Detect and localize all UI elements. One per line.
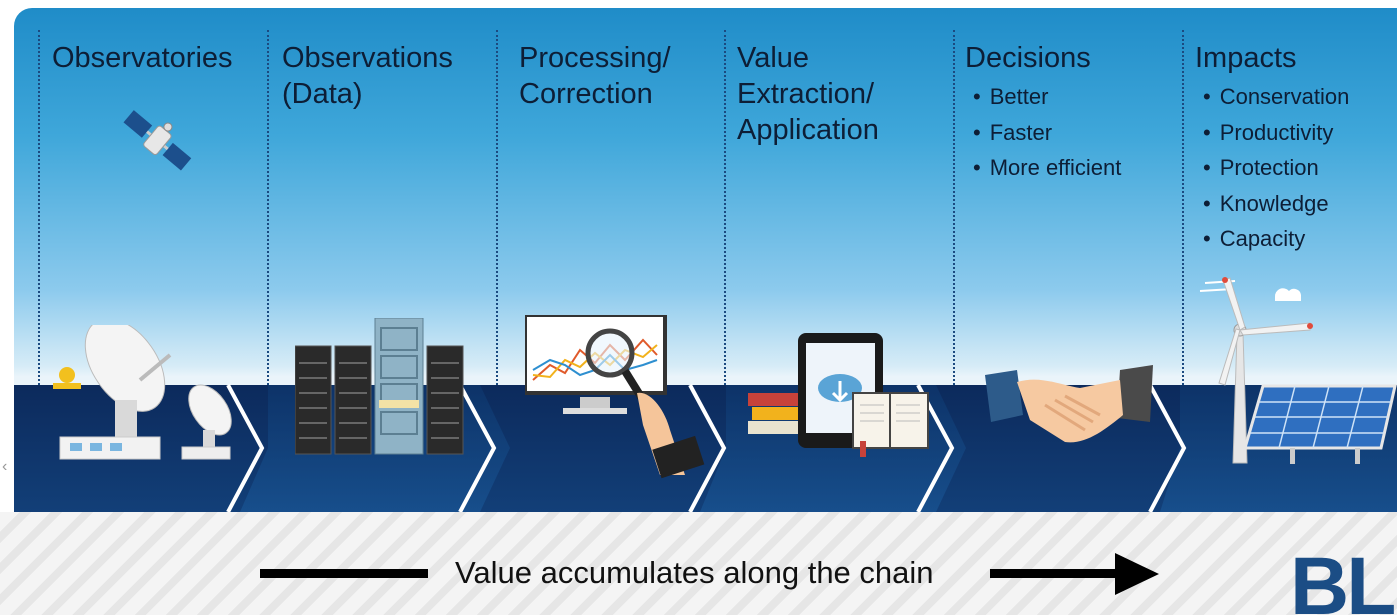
stage-title-processing: Processing/ Correction <box>519 42 671 110</box>
stage-divider <box>38 30 40 385</box>
tablet-books-icon <box>748 333 929 457</box>
stage-title-decisions: Decisions <box>965 42 1091 74</box>
list-item: More efficient <box>973 150 1122 186</box>
wind-turbine-icon <box>1199 277 1313 464</box>
list-item: Conservation <box>1203 79 1350 115</box>
stage-divider <box>953 30 955 385</box>
stage-divider <box>496 30 498 385</box>
hatched-strip <box>0 512 1397 615</box>
chain-caption: Value accumulates along the chain <box>455 555 934 590</box>
handshake-icon <box>985 365 1153 443</box>
stage-title-impacts: Impacts <box>1195 42 1297 74</box>
list-item: Faster <box>973 115 1121 151</box>
decisions-bullet-list: Better Faster More efficient <box>973 79 1122 186</box>
stage-divider <box>724 30 726 385</box>
brand-logo: BLU <box>1290 541 1397 615</box>
arrow-tail <box>260 569 428 578</box>
monitor-magnifier-icon <box>525 315 705 479</box>
solar-panel-icon <box>1245 384 1397 464</box>
list-item: Knowledge <box>1203 186 1349 222</box>
list-item: Productivity <box>1203 115 1349 151</box>
satellite-dish-icon <box>53 325 232 460</box>
impacts-bullet-list: Conservation Productivity Protection Kno… <box>1203 79 1350 257</box>
stage-title-observatories: Observatories <box>52 42 233 74</box>
arrow-head-icon <box>1115 553 1159 595</box>
stage-title-value-extraction: Value Extraction/ Application <box>737 42 879 146</box>
satellite-icon <box>123 110 192 171</box>
server-rack-icon <box>295 318 464 455</box>
arrow-shaft <box>990 569 1120 578</box>
list-item: Better <box>973 79 1121 115</box>
left-edge-chevron-icon: ‹ <box>2 458 8 475</box>
stage-divider <box>267 30 269 385</box>
stage-divider <box>1182 30 1184 385</box>
list-item: Protection <box>1203 150 1349 186</box>
list-item: Capacity <box>1203 221 1349 257</box>
stage-title-observations: Observations (Data) <box>282 42 453 110</box>
